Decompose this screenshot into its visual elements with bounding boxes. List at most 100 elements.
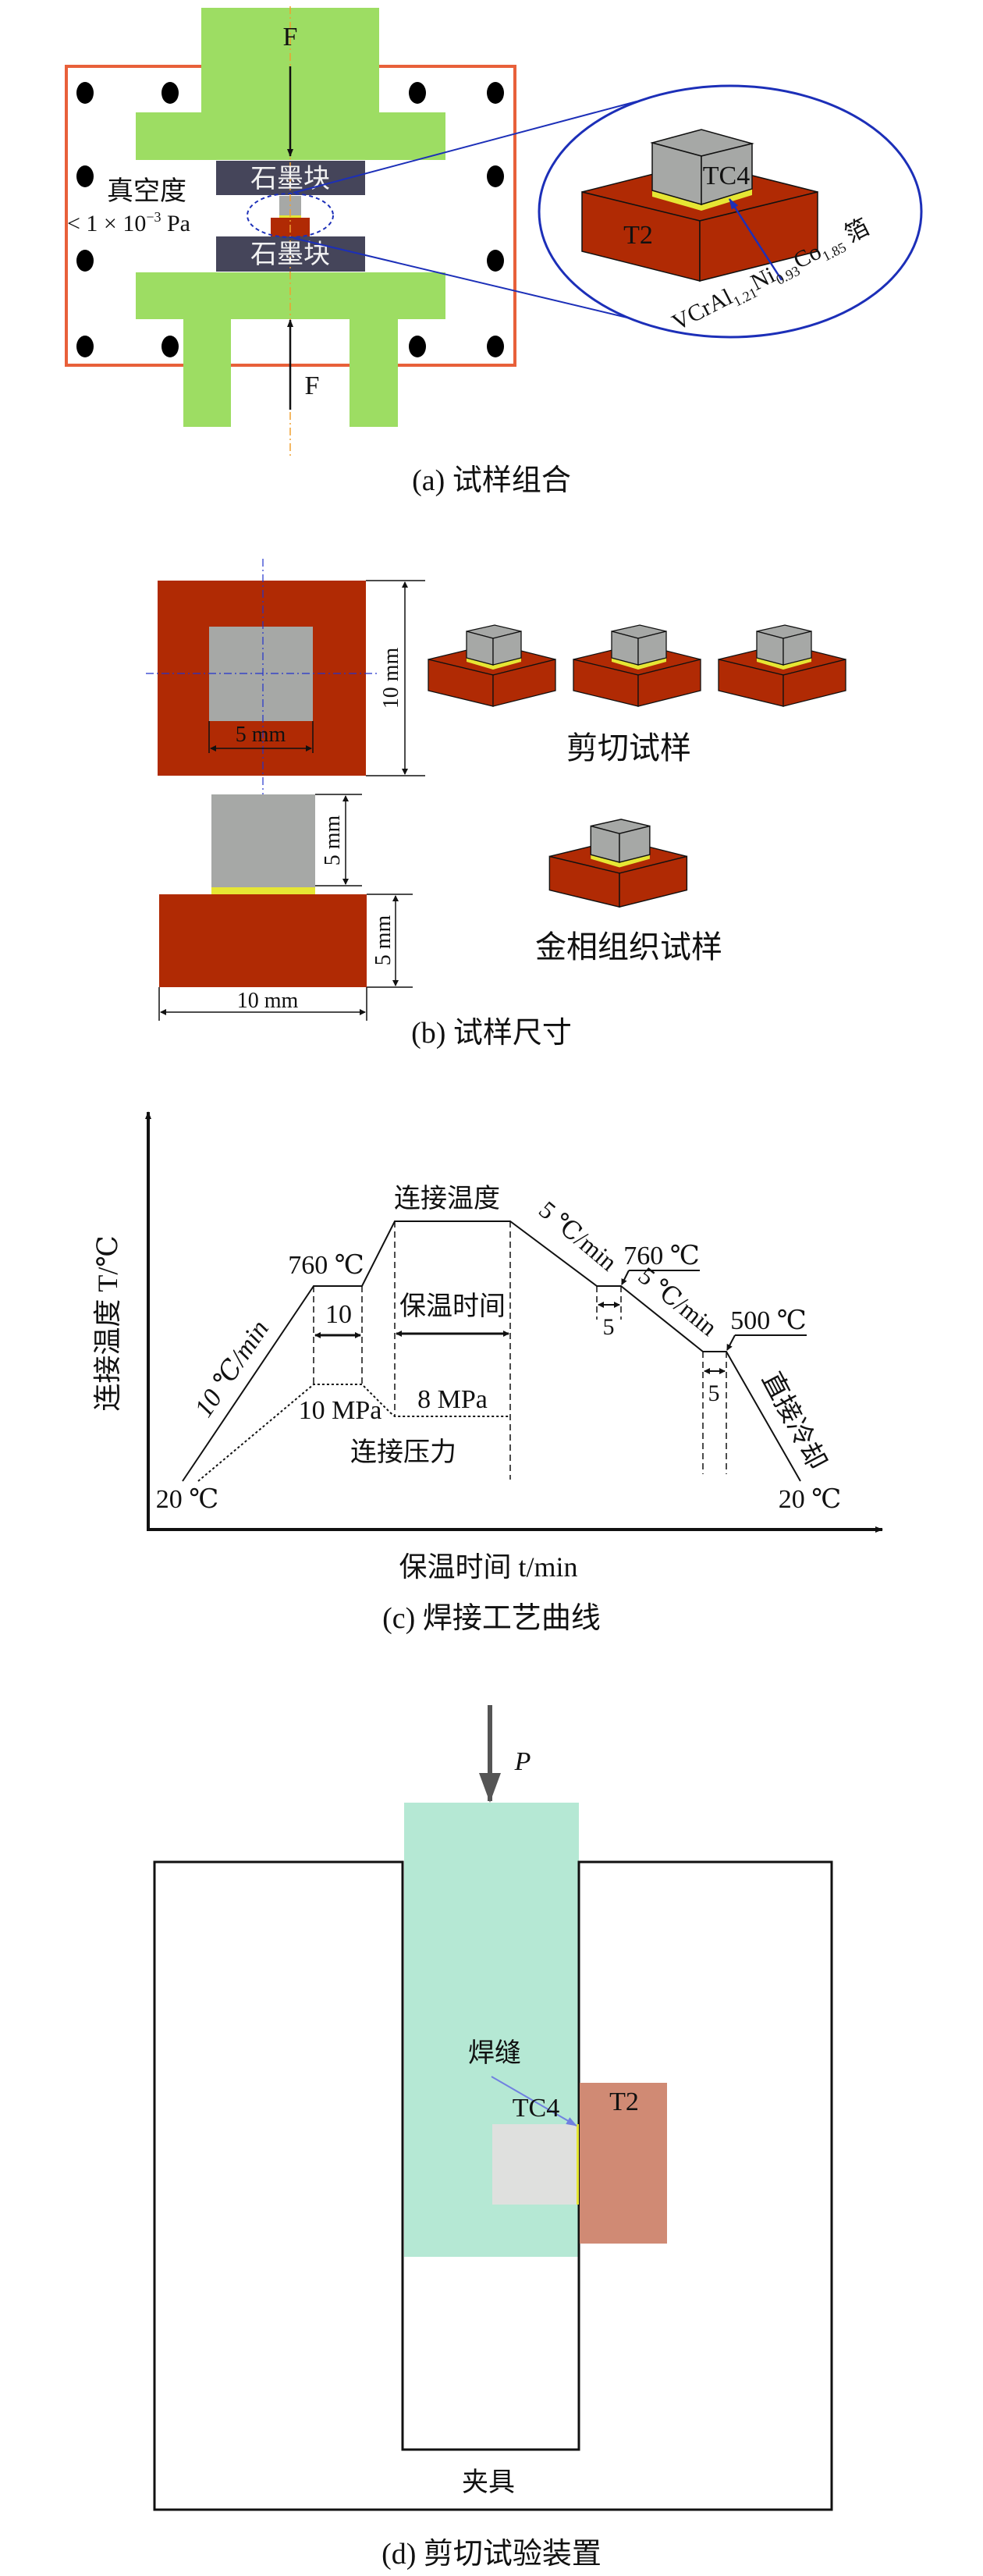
sample-isometric-views bbox=[428, 624, 846, 908]
pressure-8mpa: 8 MPa bbox=[417, 1385, 488, 1414]
bond-pressure-label: 连接压力 bbox=[350, 1437, 456, 1467]
cooling-rate-2-label: 5 ℃/min bbox=[633, 1261, 723, 1341]
shear-sample-label: 剪切试样 bbox=[566, 730, 691, 766]
weld-seam bbox=[577, 2124, 579, 2205]
t2-right-face bbox=[492, 659, 556, 707]
duration-arrows bbox=[314, 1302, 726, 1374]
zoom-connector-top bbox=[293, 101, 637, 194]
vacuum-label: 真空度 bbox=[107, 176, 186, 206]
foil-pointer-arrow bbox=[728, 198, 783, 281]
t2-specimen bbox=[580, 2083, 667, 2244]
metallographic-sample bbox=[548, 819, 688, 908]
zoom-connector-bottom bbox=[293, 237, 631, 319]
temp-500: 500 ℃ bbox=[730, 1306, 807, 1335]
hold-5-second: 5 bbox=[708, 1380, 720, 1406]
pressure-10mpa: 10 MPa bbox=[299, 1396, 382, 1425]
graphite-top-label: 石墨块 bbox=[250, 165, 330, 194]
caption-d: (d) 剪切试验装置 bbox=[381, 2538, 602, 2571]
tc4-right-face bbox=[637, 631, 667, 666]
panel-d-shear-fixture: P 焊缝 TC4 T2 夹具 (d) 剪切试验装置 bbox=[153, 1705, 833, 2571]
t2-right-face bbox=[699, 191, 818, 282]
heating-element-dot bbox=[487, 165, 504, 187]
vacuum-unit: Pa bbox=[161, 211, 191, 236]
heating-element-dot bbox=[161, 336, 179, 357]
panel-b-sample-dimensions: 5 mm 10 mm 5 mm 5 mm 10 mm 剪切试样 金相组织试样 (… bbox=[146, 559, 846, 1050]
hold-time-label: 保温时间 bbox=[399, 1292, 506, 1321]
temperature-curve bbox=[182, 1220, 801, 1482]
start-temp-label: 20 ℃ bbox=[156, 1485, 219, 1514]
pressure-curve bbox=[197, 1384, 510, 1482]
shear-sample-3 bbox=[718, 624, 846, 707]
caption-c: (c) 焊接工艺曲线 bbox=[382, 1602, 601, 1635]
dim-5mm-top-label: 5 mm bbox=[236, 723, 286, 747]
caption-a: (a) 试样组合 bbox=[412, 464, 571, 497]
tc4-right-face bbox=[492, 631, 522, 666]
graphite-bottom-label: 石墨块 bbox=[250, 240, 330, 269]
fixture-outline bbox=[153, 1860, 833, 2511]
load-arrowhead bbox=[479, 1773, 501, 1803]
dimension-lines bbox=[158, 580, 425, 1021]
force-bottom-label: F bbox=[305, 371, 320, 400]
dim-5mm-tc4-label: 5 mm bbox=[321, 815, 345, 866]
direct-cooling-label: 直接冷却 bbox=[756, 1367, 832, 1475]
shear-sample-2 bbox=[573, 624, 701, 707]
foil-layer bbox=[591, 855, 650, 868]
end-temp-label: 20 ℃ bbox=[779, 1485, 842, 1514]
hold-5-first: 5 bbox=[603, 1314, 615, 1340]
detail-assembly bbox=[581, 129, 818, 282]
vacuum-value: < 1 × 10−3 Pa bbox=[67, 209, 190, 236]
y-axis-label: 连接温度 T/℃ bbox=[92, 1235, 123, 1411]
tc4-right-face bbox=[619, 825, 651, 863]
shear-sample-1 bbox=[428, 624, 556, 707]
load-label: P bbox=[514, 1747, 531, 1776]
t2-right-face bbox=[619, 855, 688, 908]
t2-side-view bbox=[159, 894, 367, 987]
heating-element-dot bbox=[409, 336, 426, 357]
temp-760-first: 760 ℃ bbox=[288, 1251, 364, 1280]
tc4-right-face bbox=[701, 143, 753, 206]
lower-press-ram bbox=[136, 272, 445, 427]
t2-label: T2 bbox=[609, 2087, 639, 2116]
foil-layer bbox=[612, 658, 666, 670]
weld-pointer-arrow bbox=[491, 2076, 577, 2127]
detail-t2-label: T2 bbox=[623, 221, 653, 250]
dim-10mm-bottom-label: 10 mm bbox=[237, 989, 299, 1013]
temp-760-second: 760 ℃ bbox=[623, 1242, 700, 1270]
stage-guides bbox=[313, 1221, 727, 1480]
foil-side-view bbox=[211, 887, 315, 894]
heating-element-dot bbox=[76, 336, 94, 357]
t2-right-face bbox=[637, 659, 701, 707]
heating-element-dot bbox=[487, 82, 504, 104]
bond-temperature-label: 连接温度 bbox=[394, 1184, 500, 1213]
heating-element-dot bbox=[161, 82, 179, 104]
weld-label: 焊缝 bbox=[468, 2038, 521, 2068]
heating-element-dot bbox=[487, 336, 504, 357]
tc4-label: TC4 bbox=[513, 2094, 559, 2123]
panel-c-process-curve: 连接温度 T/℃ 保温时间 t/min 连接温度 10 ℃/min 760 ℃ … bbox=[92, 1111, 883, 1635]
tc4-side-view bbox=[211, 794, 315, 887]
dim-5mm-t2-label: 5 mm bbox=[371, 915, 396, 966]
dim-10mm-side-label: 10 mm bbox=[379, 648, 403, 709]
caption-b: (b) 试样尺寸 bbox=[411, 1017, 572, 1050]
detail-tc4-label: TC4 bbox=[703, 162, 750, 190]
force-top-label: F bbox=[283, 23, 298, 52]
tc4-right-face bbox=[782, 631, 812, 666]
heating-element-dot bbox=[76, 250, 94, 272]
tc4-specimen bbox=[492, 2124, 577, 2205]
panel-a-sample-assembly: 石墨块 石墨块 F F 真空度 < 1 × 10−3 Pa TC4 T2 VCr… bbox=[65, 6, 923, 497]
heating-element-dot bbox=[76, 82, 94, 104]
metallographic-sample-label: 金相组织试样 bbox=[535, 929, 722, 965]
heating-element-dot bbox=[409, 82, 426, 104]
heating-element-dot bbox=[76, 165, 94, 187]
heating-element-dot bbox=[487, 250, 504, 272]
zoom-region-ellipse bbox=[247, 193, 334, 238]
temperature-leaders bbox=[621, 1270, 807, 1351]
hold-10-label: 10 bbox=[325, 1300, 352, 1329]
vacuum-base: < 1 × 10 bbox=[67, 211, 146, 236]
foil-layer bbox=[757, 658, 811, 670]
x-axis-label: 保温时间 t/min bbox=[399, 1551, 577, 1583]
t2-right-face bbox=[782, 659, 846, 707]
foil-layer bbox=[467, 658, 521, 670]
fixture-label: 夹具 bbox=[462, 2468, 515, 2497]
